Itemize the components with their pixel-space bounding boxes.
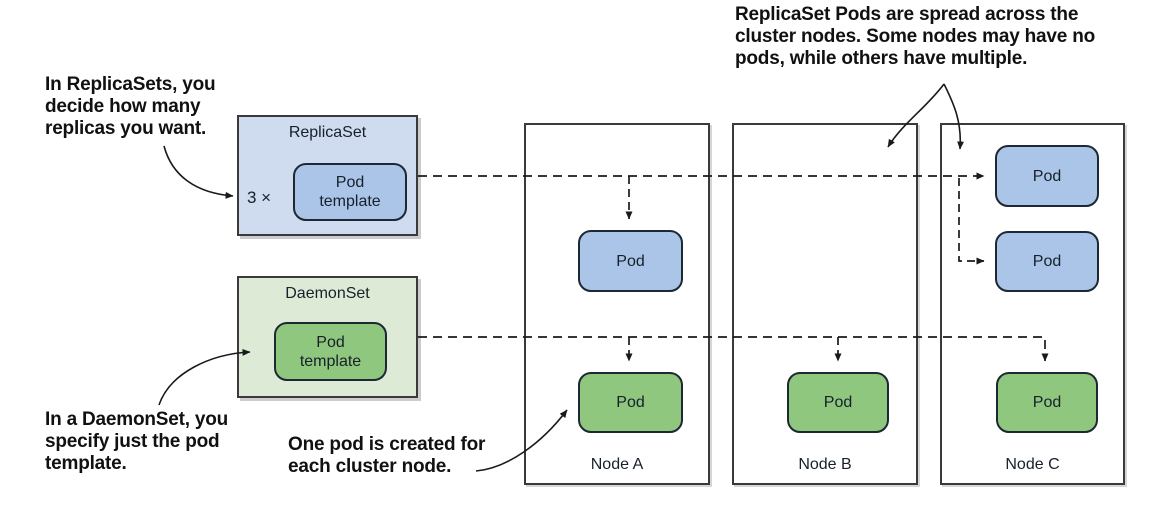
node-a-replicaset-pod: Pod [578,230,683,292]
daemonset-pod-template: Pod template [274,322,387,381]
annotation-spread-note: ReplicaSet Pods are spread across the cl… [735,4,1096,69]
annotation-daemonset-note: In a DaemonSet, you specify just the pod… [45,409,229,474]
node-b-label: Node B [798,456,852,473]
node-a-label: Node A [590,456,644,473]
replicaset-title: ReplicaSet [288,124,367,141]
annotation-one-pod-note: One pod is created for each cluster node… [288,434,486,477]
replicaset-pod-template: Pod template [293,163,407,221]
annotation-arrow-replicaset-note [163,145,234,199]
replica-count-label: 3 × [247,188,272,207]
node-a-daemonset-pod: Pod [578,372,683,433]
node-c-daemonset-pod: Pod [996,372,1098,433]
node-c-label: Node C [1005,456,1060,473]
node-b-daemonset-pod: Pod [787,372,889,433]
daemonset-title: DaemonSet [285,285,370,302]
node-c-replicaset-pod-1: Pod [995,145,1099,207]
annotation-replicaset-note: In ReplicaSets, you decide how many repl… [45,74,216,139]
node-c-replicaset-pod-2: Pod [995,231,1099,292]
